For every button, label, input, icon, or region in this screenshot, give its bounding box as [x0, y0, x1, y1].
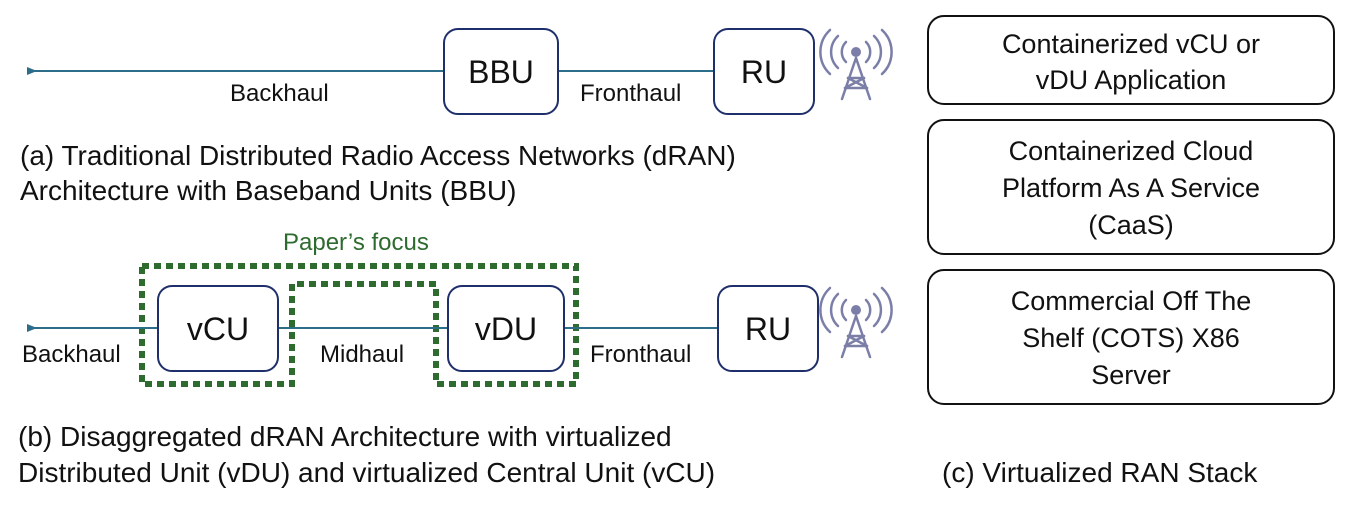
vdu-box	[447, 285, 565, 372]
caption-b-line2: Distributed Unit (vDU) and virtualized C…	[18, 457, 715, 488]
stack-layer-cots-line3: Server	[1091, 360, 1171, 390]
midhaul-label-b: Midhaul	[320, 341, 404, 368]
stack-layer-cots-line1: Commercial Off The	[1011, 286, 1252, 316]
caption-b-line1: (b) Disaggregated dRAN Architecture with…	[18, 421, 672, 452]
stack-layer-caas-line3: (CaaS)	[1088, 210, 1174, 240]
stack-layer-caas-box	[927, 119, 1335, 255]
stack-layer-cots-line2: Shelf (COTS) X86	[1022, 323, 1240, 353]
stack-layer-cots-box	[927, 269, 1335, 405]
stack-layer-caas-line2: Platform As A Service	[1002, 173, 1260, 203]
fronthaul-label-a: Fronthaul	[580, 80, 681, 107]
bbu-box	[443, 28, 559, 115]
ru-box-b	[717, 285, 819, 372]
stack-layer-app-line1: Containerized vCU or	[1002, 29, 1260, 59]
vdu-label: vDU	[475, 311, 537, 347]
ru-label-a: RU	[741, 54, 787, 90]
stack-layer-caas-line1: Containerized Cloud	[1009, 136, 1254, 166]
diagram-c: Containerized vCU or vDU Application Con…	[927, 15, 1335, 488]
vcu-box	[157, 285, 279, 372]
stack-layer-app-line2: vDU Application	[1036, 65, 1227, 95]
vcu-label: vCU	[187, 311, 249, 347]
backhaul-label-b: Backhaul	[22, 341, 121, 368]
bbu-label: BBU	[468, 54, 534, 90]
fronthaul-label-b: Fronthaul	[590, 341, 691, 368]
stack-layer-app-box	[927, 15, 1335, 105]
caption-a-line1: (a) Traditional Distributed Radio Access…	[20, 140, 736, 171]
diagram-b: Paper’s focus vCU vDU RU Backhaul Midhau…	[18, 229, 893, 488]
antenna-tower-icon	[819, 28, 893, 101]
focus-label: Paper’s focus	[283, 229, 429, 256]
ru-label-b: RU	[745, 311, 791, 347]
caption-a-line2: Architecture with Baseband Units (BBU)	[20, 175, 516, 206]
focus-outline	[139, 263, 579, 387]
caption-c: (c) Virtualized RAN Stack	[942, 457, 1258, 488]
backhaul-label-a: Backhaul	[230, 80, 329, 107]
diagram-a: BBU RU Backhaul Fronthaul (a) Traditiona…	[20, 28, 893, 206]
ru-box-a	[713, 28, 815, 115]
antenna-tower-icon	[819, 286, 893, 359]
